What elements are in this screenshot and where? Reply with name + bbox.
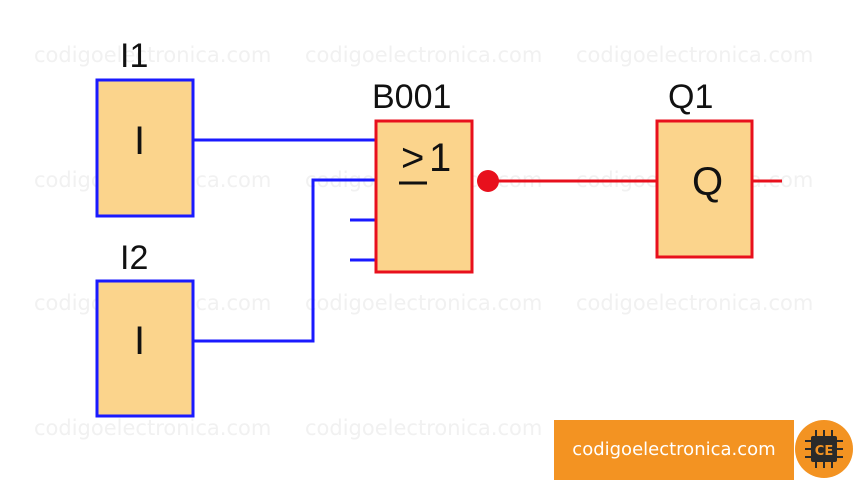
gate-box [374,119,474,274]
logo-text: CE [815,444,833,459]
output-connection-dot [477,170,499,192]
input-label-i2: I2 [120,239,148,277]
input-symbol-i1: I [134,119,145,163]
input-symbol-i2: I [134,319,145,363]
watermark-text: codigoelectronica.com [305,291,542,315]
gate-label: B001 [372,78,451,116]
output-box-q1 [655,119,754,259]
input-label-i1: I1 [120,37,148,75]
watermark-text: codigoelectronica.com [576,291,813,315]
gate-symbol-ge: > [401,136,424,180]
watermark-text: codigoelectronica.com [305,416,542,440]
watermark-text: codigoelectronica.com [305,43,542,67]
output-label-q1: Q1 [668,78,713,116]
chip-logo-icon: CE [795,420,853,478]
input-block-i1: I1 I [95,37,195,218]
gate-symbol-one: 1 [429,136,451,180]
output-block-q1: Q1 Q [655,78,754,259]
output-symbol-q1: Q [692,160,723,204]
wires [193,138,782,343]
wire-i2-to-gate [193,178,376,343]
watermark-text: codigoelectronica.com [34,43,271,67]
watermark-text: codigoelectronica.com [576,43,813,67]
watermark-text: codigoelectronica.com [34,416,271,440]
brand-banner: codigoelectronica.com [554,420,794,480]
input-box-i1 [95,78,195,218]
input-box-i2 [95,279,195,418]
or-gate-b001: B001 > 1 [372,78,499,274]
input-block-i2: I2 I [95,239,195,418]
